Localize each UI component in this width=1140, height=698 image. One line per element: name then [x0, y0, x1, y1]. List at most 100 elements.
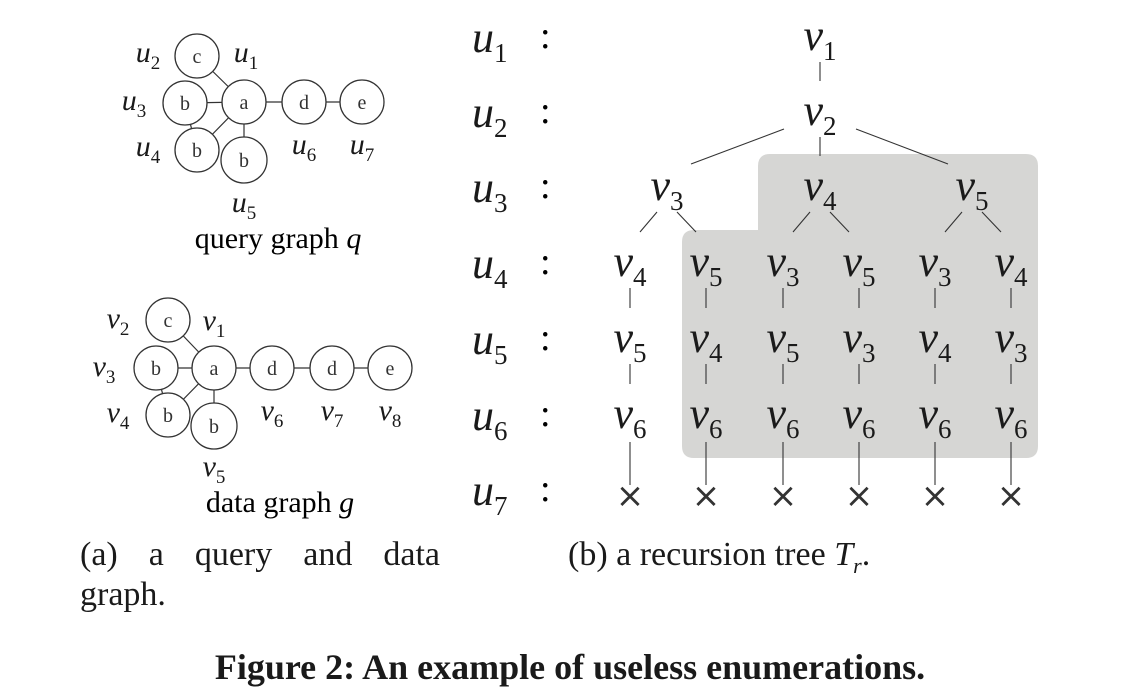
tree-node-v3: v3: [842, 313, 875, 368]
query-node-u2: [174, 33, 220, 79]
data-var-v4: v4: [107, 396, 130, 434]
tree-node-v6: v6: [994, 389, 1027, 444]
caption-b-end: .: [861, 536, 871, 573]
tree-node-v6: v6: [842, 389, 875, 444]
tree-edge-n3-n6: [639, 211, 658, 233]
data-node-label-v6: d: [267, 358, 277, 380]
data-node-v4: [145, 392, 191, 438]
data-node-v1: [191, 345, 237, 391]
query-var-u7: u7: [350, 128, 375, 166]
query-node-label-u4: b: [192, 140, 202, 162]
tree-edge-n4-n9: [829, 211, 850, 233]
query-node-u6: [281, 79, 327, 125]
query-node-u7: [339, 79, 385, 125]
tree-node-v3: v3: [994, 313, 1027, 368]
level-separator: :: [540, 241, 551, 283]
query-var-u3: u3: [122, 84, 147, 122]
data-node-v3: [133, 345, 179, 391]
level-label-u6: u6: [472, 391, 508, 446]
tree-node-v4: v4: [994, 237, 1028, 292]
failure-mark: ×: [769, 476, 798, 516]
data-node-label-v7: d: [327, 358, 337, 380]
tree-node-v4: v4: [803, 161, 837, 216]
data-var-v8: v8: [379, 394, 402, 432]
query-node-label-u7: e: [358, 92, 367, 114]
caption-b-sub: r: [853, 552, 862, 578]
level-separator: :: [540, 317, 551, 359]
query-node-u3: [162, 80, 208, 126]
query-var-u2: u2: [136, 36, 161, 74]
data-node-v6: [249, 345, 295, 391]
tree-node-v3: v3: [918, 237, 951, 292]
tree-node-v5: v5: [766, 313, 799, 368]
data-var-v3: v3: [93, 350, 116, 388]
failure-mark: ×: [616, 476, 645, 516]
level-separator: :: [540, 90, 551, 132]
data-node-label-v1: a: [210, 358, 219, 380]
tree-node-v6: v6: [766, 389, 799, 444]
data-node-v8: [367, 345, 413, 391]
data-node-label-v8: e: [386, 358, 395, 380]
caption-a-line1: (a) a query and data: [80, 536, 440, 573]
failure-mark: ×: [921, 476, 950, 516]
data-graph-caption: data graph g: [206, 486, 354, 519]
data-node-v2: [145, 297, 191, 343]
query-var-u4: u4: [136, 130, 161, 168]
level-label-u4: u4: [472, 239, 508, 294]
tree-node-v5: v5: [689, 237, 722, 292]
figure-title: Figure 2: An example of useless enumerat…: [214, 647, 926, 687]
data-node-label-v5: b: [209, 416, 219, 438]
tree-node-v4: v4: [689, 313, 723, 368]
tree-node-v5: v5: [955, 161, 988, 216]
data-var-v1: v1: [203, 304, 226, 342]
level-separator: :: [540, 468, 551, 510]
query-node-label-u5: b: [239, 150, 249, 172]
useless-enumeration-region: [682, 154, 1038, 458]
query-var-u6: u6: [292, 128, 317, 166]
data-node-v5: [190, 402, 238, 450]
tree-node-v5: v5: [842, 237, 875, 292]
tree-edge-n5-n10: [944, 211, 963, 233]
data-node-label-v4: b: [163, 405, 173, 427]
tree-node-v3: v3: [766, 237, 799, 292]
tree-node-v3: v3: [650, 161, 683, 216]
tree-edge-n2-n5: [855, 128, 949, 165]
failure-mark: ×: [845, 476, 874, 516]
query-node-label-u2: c: [193, 46, 202, 68]
query-var-u1: u1: [234, 36, 259, 74]
tree-node-v6: v6: [689, 389, 722, 444]
level-label-u1: u1: [472, 13, 508, 68]
caption-b: (b) a recursion tree Tr.: [568, 535, 988, 586]
shaded-useless-region: [682, 154, 1038, 458]
tree-edge-n2-n3: [690, 128, 785, 165]
failure-mark: ×: [997, 476, 1026, 516]
data-var-v7: v7: [321, 394, 344, 432]
tree-edge-n3-n7: [676, 211, 697, 233]
tree-node-v6: v6: [918, 389, 951, 444]
query-node-u5: [220, 136, 268, 184]
level-separator: :: [540, 15, 551, 57]
level-label-u7: u7: [472, 466, 508, 521]
query-graph-caption: query graph q: [195, 222, 362, 255]
query-node-label-u1: a: [240, 92, 249, 114]
data-node-v7: [309, 345, 355, 391]
query-node-u4: [174, 127, 220, 173]
level-separator: :: [540, 393, 551, 435]
data-node-label-v3: b: [151, 358, 161, 380]
level-separator: :: [540, 165, 551, 207]
tree-node-v4: v4: [918, 313, 952, 368]
figure-canvas: a u1 c u2 b u3 b u4 b u5 d u6 e u7 query graph q a v1 c v…: [93, 11, 1038, 521]
tree-node-v2: v2: [803, 86, 836, 141]
tree-node-v5: v5: [613, 313, 646, 368]
tree-edge-n4-n8: [792, 211, 811, 233]
query-node-label-u6: d: [299, 92, 309, 114]
tree-edge-n5-n11: [981, 211, 1002, 233]
data-node-label-v2: c: [164, 310, 173, 332]
query-var-u5: u5: [232, 186, 257, 224]
query-node-u1: [221, 79, 267, 125]
tree-node-v6: v6: [613, 389, 646, 444]
level-label-u3: u3: [472, 163, 508, 218]
